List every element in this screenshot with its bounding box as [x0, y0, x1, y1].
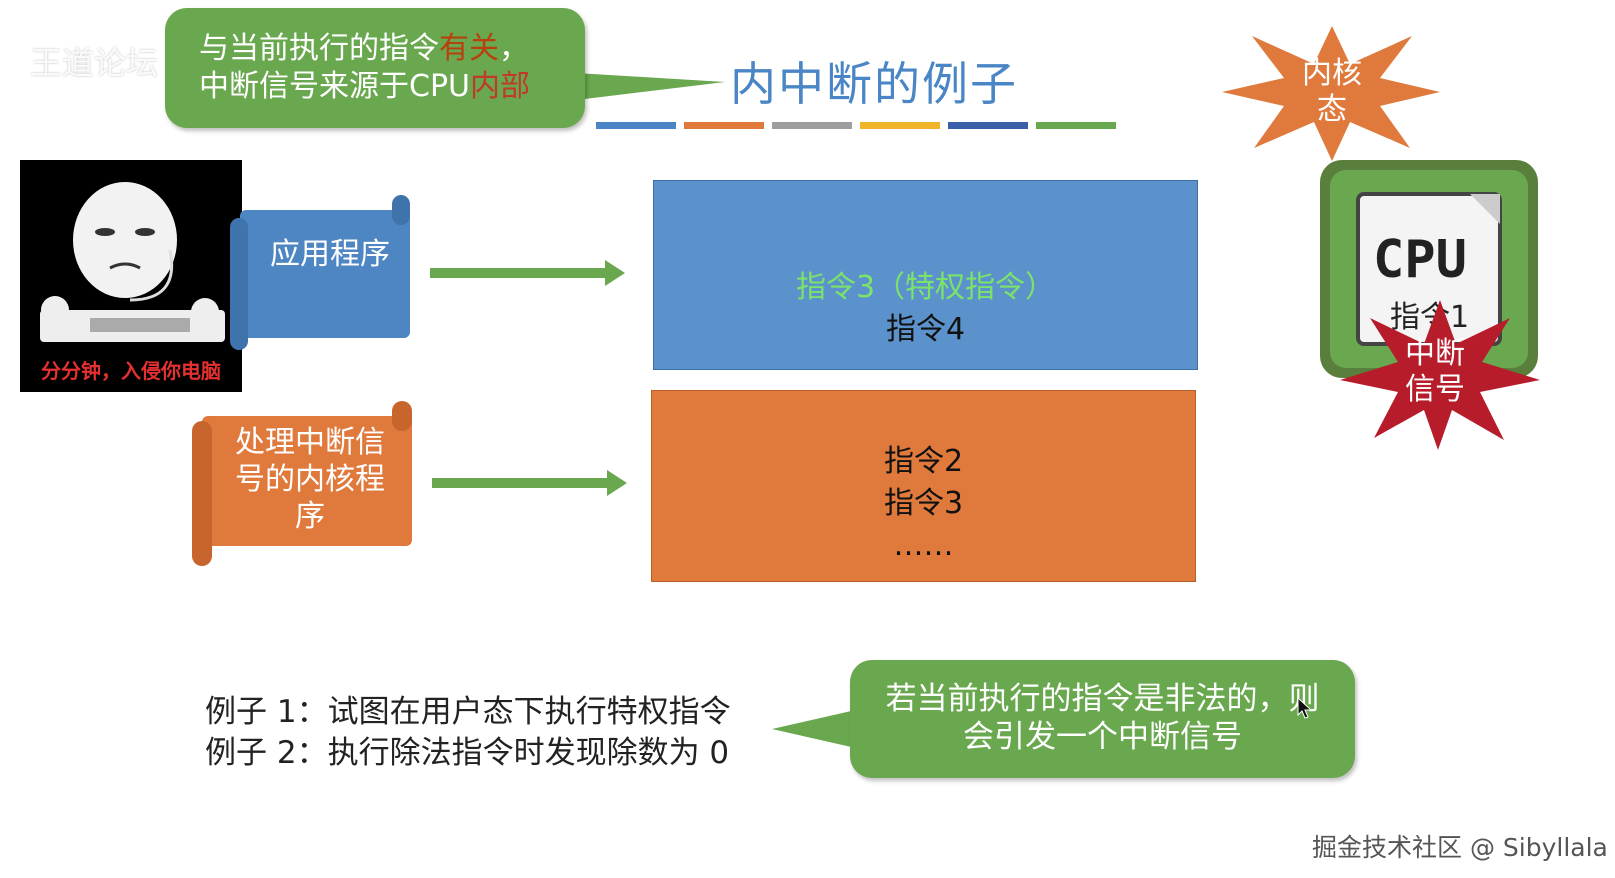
example-2: 例子 2：执行除法指令时发现除数为 0 [205, 735, 730, 771]
example-1: 例子 1：试图在用户态下执行特权指令 [205, 694, 731, 730]
color-bar-segment [1036, 122, 1116, 129]
scroll-shape-kernel [192, 401, 412, 566]
top-bubble-tail [560, 72, 725, 102]
top-bubble-line1-suffix: ， [499, 31, 529, 66]
interrupt-signal-starburst-icon [1340, 300, 1540, 450]
top-bubble-line1-prefix: 与当前执行的指令 [199, 31, 439, 66]
instruction-4: 指令4 [885, 312, 966, 347]
watermark-text: 王道论坛 [30, 44, 159, 82]
scroll-app-label: 应用程序 [270, 237, 390, 272]
scroll-kernel-label: 处理中断信号的内核程序 [235, 425, 385, 534]
bottom-speech-bubble: 若当前执行的指令是非法的，则 会引发一个中断信号 [850, 660, 1355, 778]
color-bar-segment [860, 122, 940, 129]
meme-image: 分分钟，入侵你电脑 [20, 160, 242, 392]
instruction-3: 指令3 [883, 486, 964, 521]
instruction-ellipsis: …… [893, 528, 954, 563]
examples-text: 例子 1：试图在用户态下执行特权指令 例子 2：执行除法指令时发现除数为 0 [205, 692, 731, 774]
cpu-label: CPU [1373, 230, 1467, 290]
scroll-shape-app [230, 195, 410, 350]
interrupt-signal-label: 中断信号 [1405, 336, 1465, 407]
arrow-right-icon [432, 470, 627, 496]
bottom-bubble-line1: 若当前执行的指令是非法的，则 [885, 681, 1320, 717]
instruction-privileged: 指令3（特权指令） [795, 270, 1056, 305]
footer-credit: 掘金技术社区 @ Sibyllala [1312, 833, 1608, 862]
mouse-cursor-icon [1297, 697, 1313, 719]
color-bar-segment [684, 122, 764, 129]
top-bubble-line2-highlight: 内部 [470, 69, 530, 104]
arrow-right-icon [430, 260, 625, 286]
color-bar-segment [772, 122, 852, 129]
top-speech-bubble: 与当前执行的指令有关， 中断信号来源于CPU内部 [165, 8, 585, 128]
color-bar-segment [596, 122, 676, 129]
bottom-bubble-line2: 会引发一个中断信号 [963, 719, 1242, 755]
top-bubble-line1-highlight: 有关 [439, 31, 499, 66]
slide-title: 内中断的例子 [730, 57, 1018, 111]
meme-caption: 分分钟，入侵你电脑 [41, 359, 221, 383]
color-bar-segment [948, 122, 1028, 129]
kernel-mode-starburst-icon [1222, 26, 1440, 161]
instruction-2: 指令2 [883, 444, 964, 479]
user-program-box: 指令3（特权指令） 指令4 [653, 180, 1198, 370]
kernel-program-box: 指令2 指令3 …… [651, 390, 1196, 582]
top-bubble-line2-prefix: 中断信号来源于CPU [199, 69, 470, 104]
bottom-bubble-tail [772, 709, 860, 749]
kernel-mode-label: 内核态 [1302, 56, 1362, 127]
meme-face-icon [40, 182, 225, 342]
